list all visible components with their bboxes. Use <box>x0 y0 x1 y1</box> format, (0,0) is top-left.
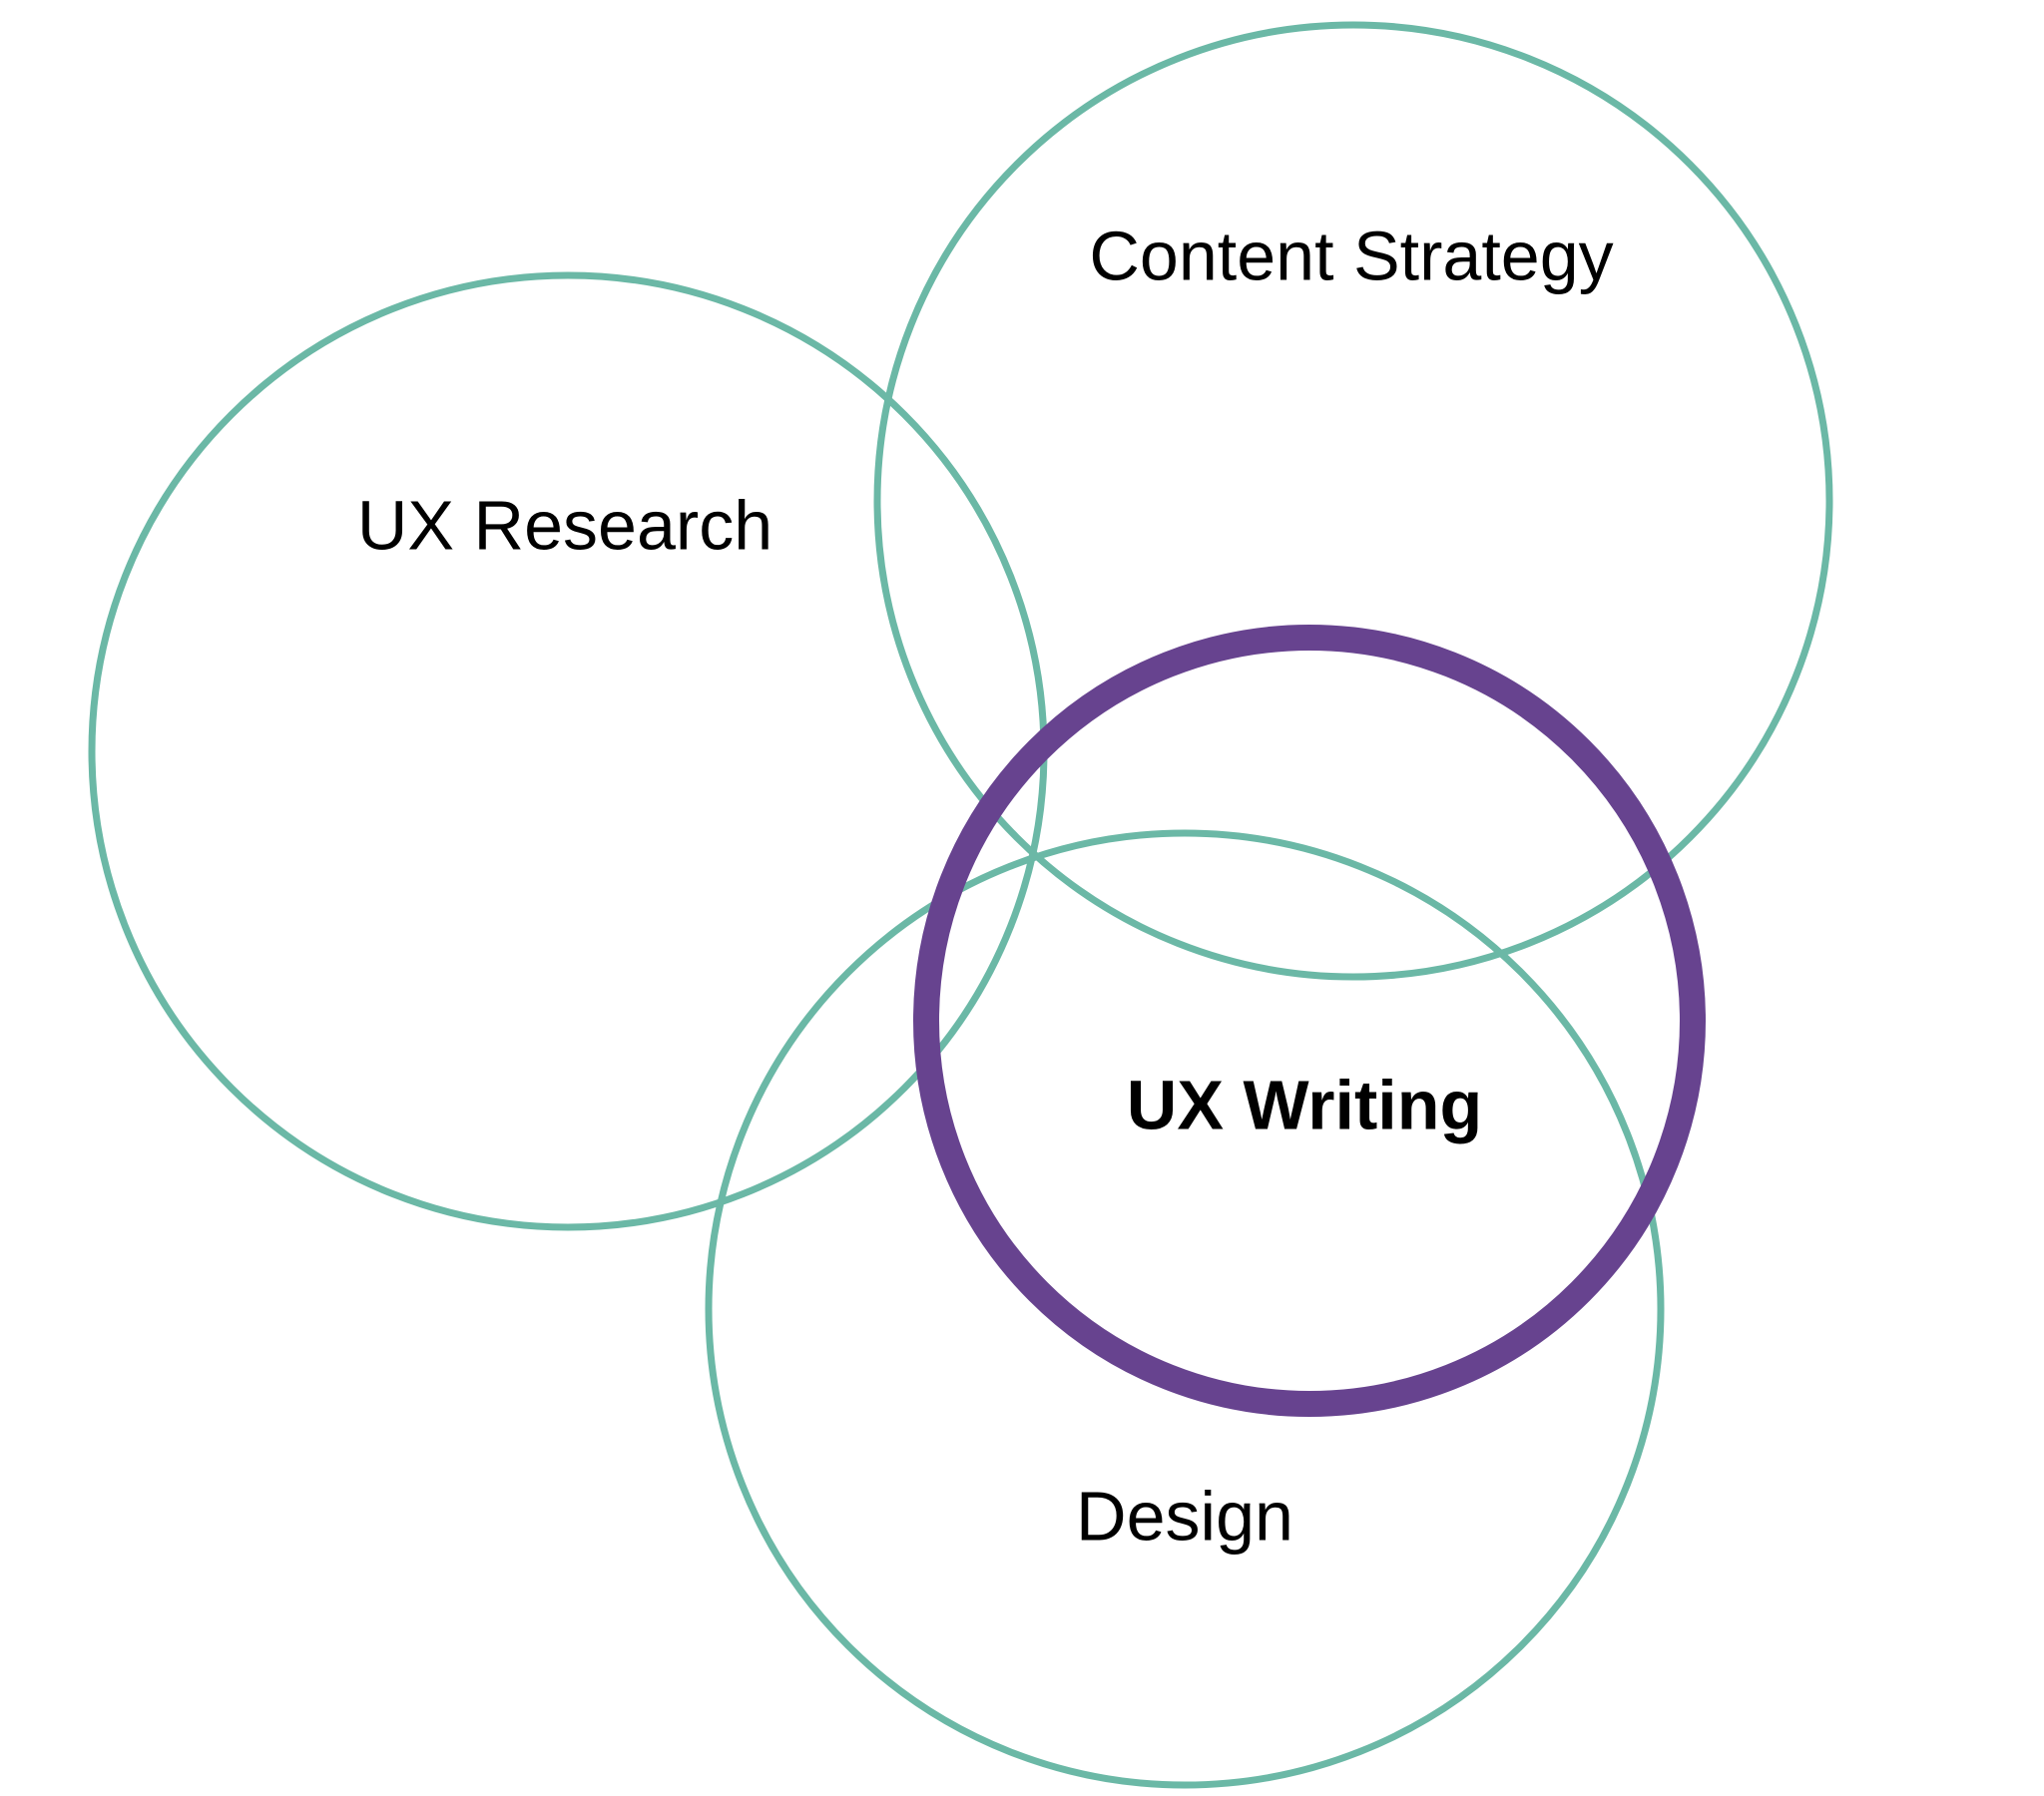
content-strategy-circle <box>873 21 1833 981</box>
ux-research-label: UX Research <box>357 486 772 564</box>
content-strategy-label: Content Strategy <box>1089 217 1613 294</box>
ux-writing-circle <box>913 625 1706 1417</box>
ux-writing-label: UX Writing <box>1127 1066 1482 1143</box>
ux-research-circle <box>88 271 1048 1231</box>
design-label: Design <box>1076 1477 1293 1555</box>
design-circle <box>705 829 1665 1789</box>
